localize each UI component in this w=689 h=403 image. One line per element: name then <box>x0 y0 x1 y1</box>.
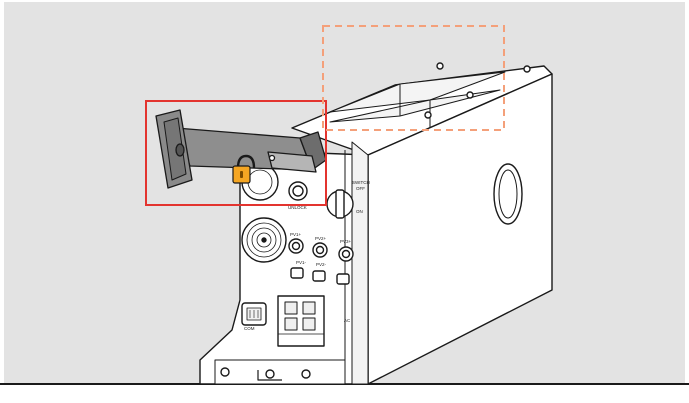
pv1-neg-label: PV1- <box>296 260 307 265</box>
pv-connectors-row2 <box>290 267 350 285</box>
switch-label: SWITCH <box>352 180 370 185</box>
lock-bracket <box>155 109 327 189</box>
unlock-label: UNLOCK <box>288 205 307 210</box>
padlock-icon <box>232 154 256 184</box>
pv1-pos-label: PV1+ <box>290 232 302 237</box>
pv3-pos-label: PV3+ <box>340 239 352 244</box>
callout-box <box>145 100 327 206</box>
pv2-pos-label: PV2+ <box>315 236 327 241</box>
panel-labels: SWITCH OFF ON UNLOCK PV1+ PV2+ PV3+ PV1-… <box>244 180 370 331</box>
dashed-highlight-box <box>322 25 505 131</box>
com-label: COM <box>244 326 255 331</box>
on-label: ON <box>356 209 363 214</box>
off-label: OFF <box>356 186 365 191</box>
ac-label: AC <box>344 318 351 323</box>
pv-connectors-row1 <box>288 238 354 262</box>
inverter-unit <box>199 62 553 385</box>
pv2-neg-label: PV2- <box>316 262 327 267</box>
